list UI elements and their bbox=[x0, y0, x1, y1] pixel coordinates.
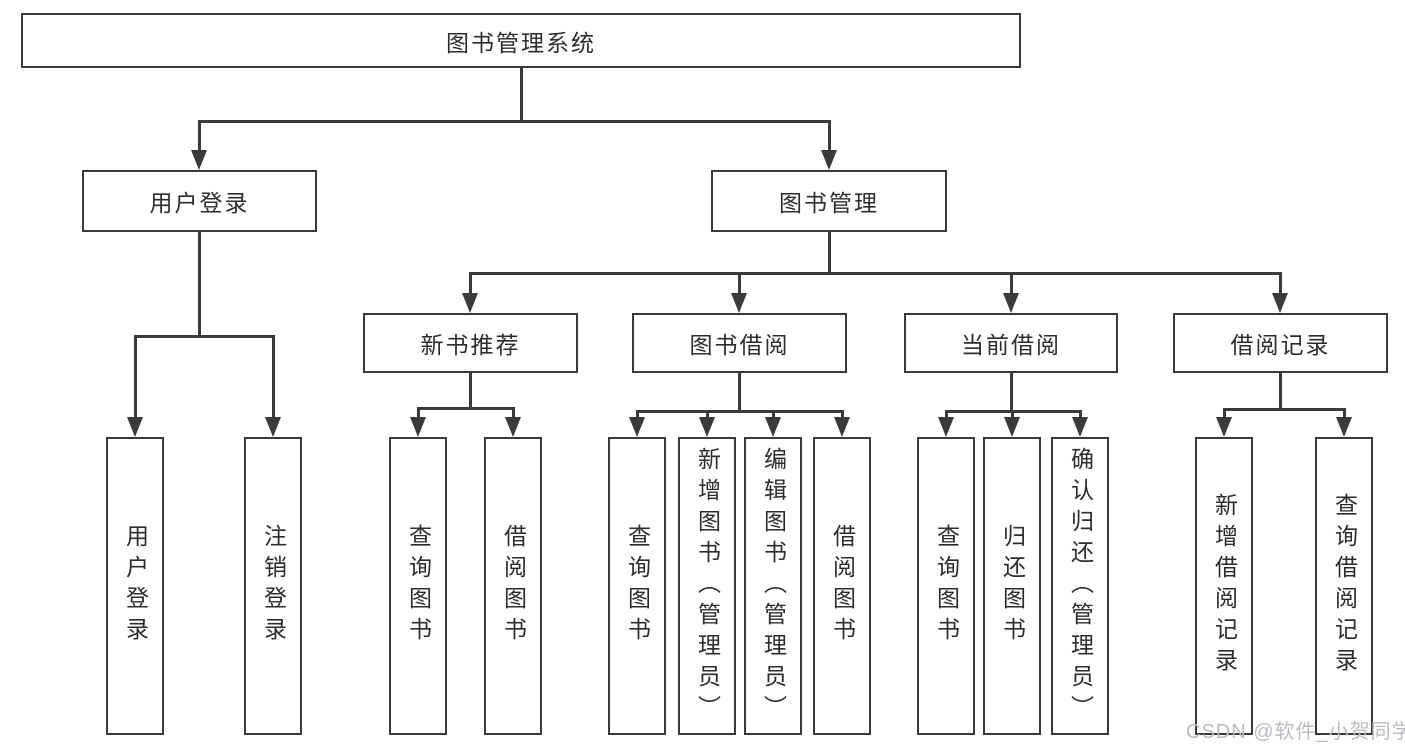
connector-line bbox=[272, 335, 275, 419]
connector-line bbox=[636, 410, 844, 413]
leaf-query-books-1: 查询图书 bbox=[389, 437, 447, 735]
node-new-book-recommend: 新书推荐 bbox=[363, 313, 578, 373]
leaf-edit-book-admin-label: 编辑图书（管理员） bbox=[760, 446, 787, 726]
connector-line bbox=[772, 410, 775, 419]
connector-line bbox=[1279, 373, 1282, 410]
arrowhead-down-icon bbox=[410, 417, 426, 437]
leaf-query-books-3: 查询图书 bbox=[917, 437, 975, 735]
connector-line bbox=[1223, 408, 1226, 419]
leaf-query-books-2: 查询图书 bbox=[608, 437, 666, 735]
arrowhead-down-icon bbox=[821, 150, 837, 170]
leaf-borrow-books-1: 借阅图书 bbox=[484, 437, 542, 735]
connector-line bbox=[1279, 272, 1282, 295]
node-borrow-records: 借阅记录 bbox=[1173, 313, 1388, 373]
node-book-management: 图书管理 bbox=[711, 170, 947, 232]
leaf-borrow-books-2: 借阅图书 bbox=[813, 437, 871, 735]
arrowhead-down-icon bbox=[191, 150, 207, 170]
node-book-management-label: 图书管理 bbox=[779, 190, 879, 216]
leaf-query-books-3-label: 查询图书 bbox=[933, 524, 960, 648]
arrowhead-down-icon bbox=[938, 417, 954, 437]
connector-line bbox=[841, 410, 844, 419]
connector-line bbox=[828, 120, 831, 152]
arrowhead-down-icon bbox=[629, 417, 645, 437]
node-borrow-records-label: 借阅记录 bbox=[1230, 332, 1331, 358]
leaf-add-borrow-record: 新增借阅记录 bbox=[1195, 437, 1253, 735]
connector-line bbox=[198, 120, 831, 123]
node-user-login-label: 用户登录 bbox=[149, 190, 250, 216]
arrowhead-down-icon bbox=[1004, 417, 1020, 437]
connector-line bbox=[1079, 410, 1082, 419]
arrowhead-down-icon bbox=[834, 417, 850, 437]
connector-line bbox=[134, 335, 137, 419]
leaf-query-borrow-record: 查询借阅记录 bbox=[1315, 437, 1373, 735]
leaf-user-login: 用户登录 bbox=[106, 437, 164, 735]
arrowhead-down-icon bbox=[462, 293, 478, 313]
leaf-return-book-label: 归还图书 bbox=[999, 524, 1026, 648]
connector-line bbox=[828, 232, 831, 274]
leaf-confirm-return-admin: 确认归还（管理员） bbox=[1051, 437, 1109, 735]
connector-line bbox=[1011, 410, 1014, 419]
leaf-edit-book-admin: 编辑图书（管理员） bbox=[744, 437, 802, 735]
node-book-borrow-label: 图书借阅 bbox=[689, 332, 790, 358]
leaf-query-books-2-label: 查询图书 bbox=[624, 524, 651, 648]
arrowhead-down-icon bbox=[1003, 293, 1019, 313]
connector-line bbox=[469, 272, 472, 295]
leaf-borrow-books-1-label: 借阅图书 bbox=[500, 524, 527, 648]
leaf-borrow-books-2-label: 借阅图书 bbox=[829, 524, 856, 648]
csdn-watermark: CSDN @软件_小贺同学 bbox=[1186, 721, 1405, 743]
arrowhead-down-icon bbox=[1272, 293, 1288, 313]
leaf-confirm-return-admin-label: 确认归还（管理员） bbox=[1067, 446, 1094, 726]
leaf-user-login-label: 用户登录 bbox=[122, 524, 149, 648]
connector-line bbox=[1010, 272, 1013, 295]
node-current-borrow-label: 当前借阅 bbox=[961, 332, 1061, 358]
node-user-login: 用户登录 bbox=[82, 170, 317, 232]
arrowhead-down-icon bbox=[505, 417, 521, 437]
leaf-return-book: 归还图书 bbox=[983, 437, 1041, 735]
arrowhead-down-icon bbox=[731, 293, 747, 313]
leaf-logout-label: 注销登录 bbox=[260, 524, 287, 648]
connector-line bbox=[706, 410, 709, 419]
leaf-query-borrow-record-label: 查询借阅记录 bbox=[1331, 493, 1358, 679]
connector-line bbox=[520, 68, 523, 122]
node-current-borrow: 当前借阅 bbox=[904, 313, 1118, 373]
leaf-query-books-1-label: 查询图书 bbox=[405, 524, 432, 648]
connector-line bbox=[198, 120, 201, 152]
connector-line bbox=[1223, 408, 1346, 411]
arrowhead-down-icon bbox=[1072, 417, 1088, 437]
connector-line bbox=[738, 272, 741, 295]
leaf-add-book-admin-label: 新增图书（管理员） bbox=[694, 446, 721, 726]
node-new-book-recommend-label: 新书推荐 bbox=[420, 332, 521, 358]
connector-line bbox=[738, 373, 741, 412]
arrowhead-down-icon bbox=[265, 417, 281, 437]
connector-line bbox=[1343, 408, 1346, 419]
connector-line bbox=[134, 335, 275, 338]
node-book-borrow: 图书借阅 bbox=[632, 313, 847, 373]
connector-line bbox=[469, 272, 1282, 275]
arrowhead-down-icon bbox=[765, 417, 781, 437]
leaf-add-book-admin: 新增图书（管理员） bbox=[678, 437, 736, 735]
leaf-add-borrow-record-label: 新增借阅记录 bbox=[1211, 493, 1238, 679]
connector-line bbox=[469, 373, 472, 409]
arrowhead-down-icon bbox=[699, 417, 715, 437]
connector-line bbox=[417, 407, 420, 419]
leaf-logout: 注销登录 bbox=[244, 437, 302, 735]
connector-line bbox=[945, 410, 948, 419]
connector-line bbox=[1010, 373, 1013, 412]
arrowhead-down-icon bbox=[1216, 417, 1232, 437]
connector-line bbox=[512, 407, 515, 419]
connector-line bbox=[417, 407, 515, 410]
node-root-label: 图书管理系统 bbox=[446, 29, 596, 56]
arrowhead-down-icon bbox=[127, 417, 143, 437]
arrowhead-down-icon bbox=[1336, 417, 1352, 437]
connector-line bbox=[198, 232, 201, 336]
node-root: 图书管理系统 bbox=[21, 13, 1021, 68]
connector-line bbox=[636, 410, 639, 419]
